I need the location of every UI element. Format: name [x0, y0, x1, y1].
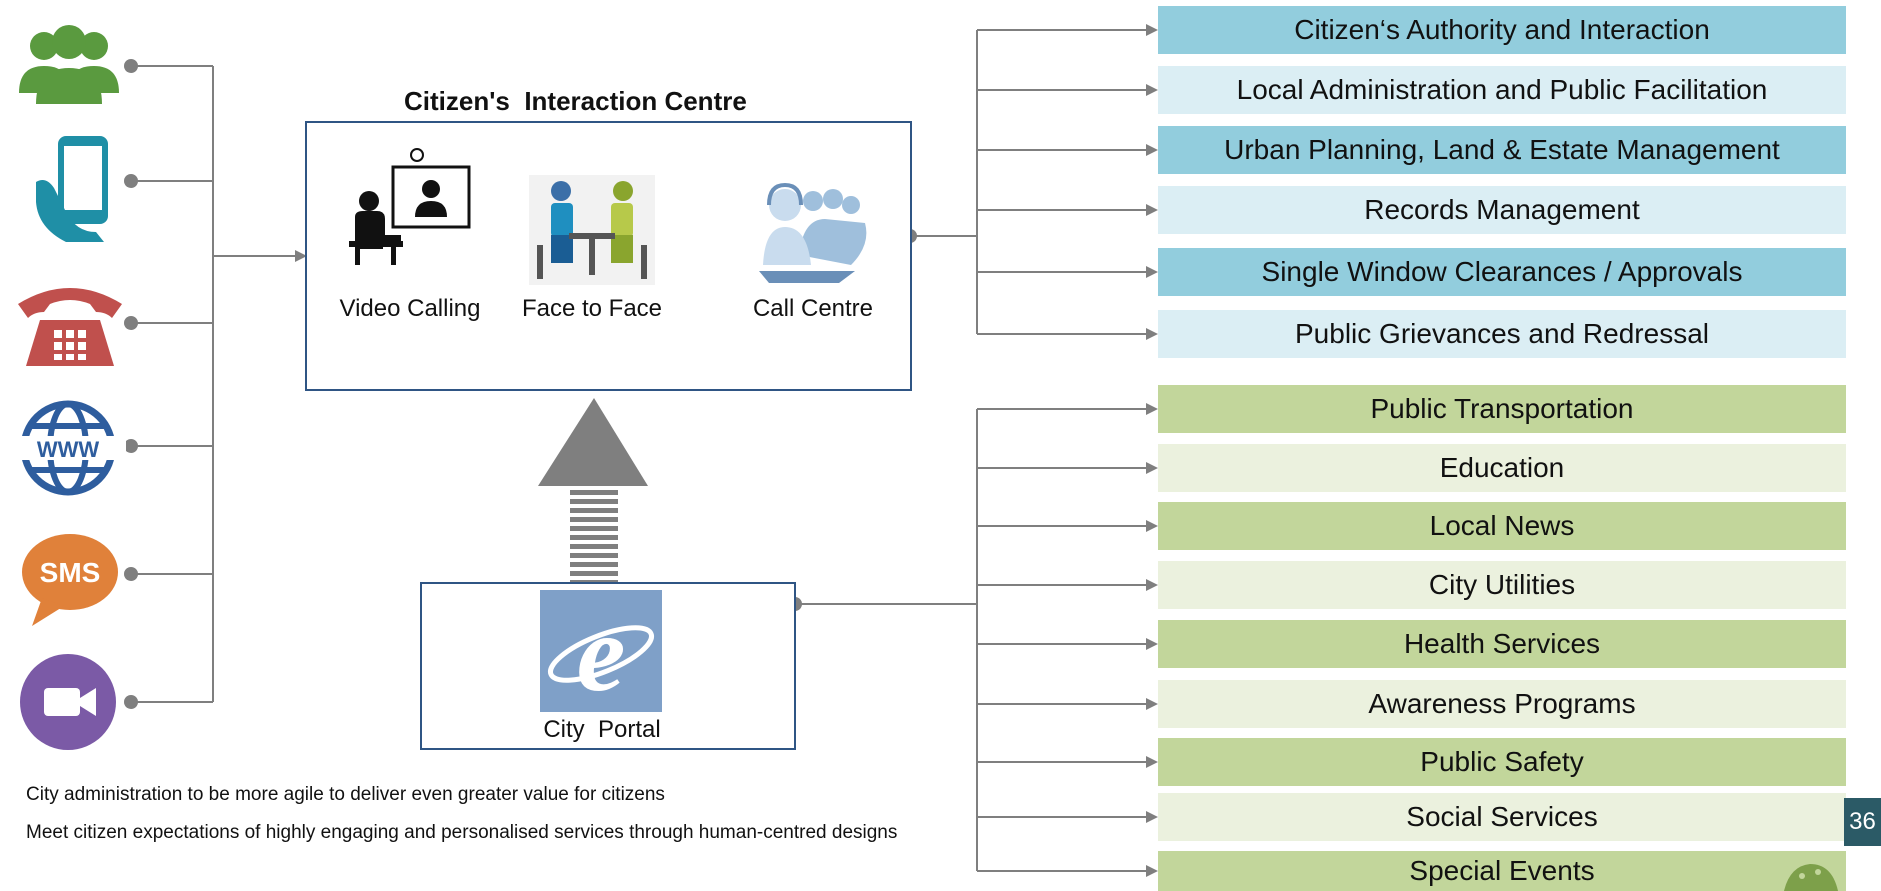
video-call-icon: [343, 145, 473, 270]
service-social-services[interactable]: Social Services: [1158, 793, 1846, 841]
service-education[interactable]: Education: [1158, 444, 1846, 492]
service-awareness-programs[interactable]: Awareness Programs: [1158, 680, 1846, 728]
service-local-news[interactable]: Local News: [1158, 502, 1846, 550]
telephone-icon: [10, 274, 122, 366]
service-city-utilities[interactable]: City Utilities: [1158, 561, 1846, 609]
mode-label-video-calling: Video Calling: [339, 295, 481, 322]
note-agile: City administration to be more agile to …: [26, 784, 665, 805]
service-records-management[interactable]: Records Management: [1158, 186, 1846, 234]
note-expectations: Meet citizen expectations of highly enga…: [26, 822, 898, 843]
call-centre-icon: [755, 175, 875, 290]
people-icon: [14, 18, 124, 108]
www-globe-icon: WWW: [16, 398, 126, 496]
sms-bubble-icon: SMS: [18, 528, 128, 626]
svg-text:e: e: [577, 592, 626, 712]
mode-label-call-centre: Call Centre: [752, 295, 874, 322]
city-portal-box: e City Portal: [420, 582, 796, 750]
interaction-centre-box: Video Calling Face to Face Call Centre: [305, 121, 912, 391]
interaction-centre-title: Citizen's Interaction Centre: [404, 86, 747, 116]
svg-text:WWW: WWW: [37, 437, 100, 462]
city-portal-label: City Portal: [543, 716, 661, 743]
service-special-events[interactable]: Special Events: [1158, 851, 1846, 891]
smartphone-icon: [26, 132, 136, 242]
service-public-safety[interactable]: Public Safety: [1158, 738, 1846, 786]
service-citizens-authority[interactable]: Citizen‘s Authority and Interaction: [1158, 6, 1846, 54]
service-public-grievances[interactable]: Public Grievances and Redressal: [1158, 310, 1846, 358]
svg-text:SMS: SMS: [40, 557, 101, 588]
tree-logo-icon: [1784, 864, 1838, 891]
service-local-administration[interactable]: Local Administration and Public Facilita…: [1158, 66, 1846, 114]
internet-explorer-icon: e: [540, 590, 662, 714]
service-health-services[interactable]: Health Services: [1158, 620, 1846, 668]
service-public-transportation[interactable]: Public Transportation: [1158, 385, 1846, 433]
up-arrow-icon: [538, 398, 648, 585]
service-urban-planning[interactable]: Urban Planning, Land & Estate Management: [1158, 126, 1846, 174]
service-single-window[interactable]: Single Window Clearances / Approvals: [1158, 248, 1846, 296]
page-number: 36: [1844, 798, 1881, 846]
video-camera-icon: [16, 652, 126, 750]
mode-label-face-to-face: Face to Face: [521, 295, 663, 322]
face-to-face-icon: [529, 175, 655, 290]
